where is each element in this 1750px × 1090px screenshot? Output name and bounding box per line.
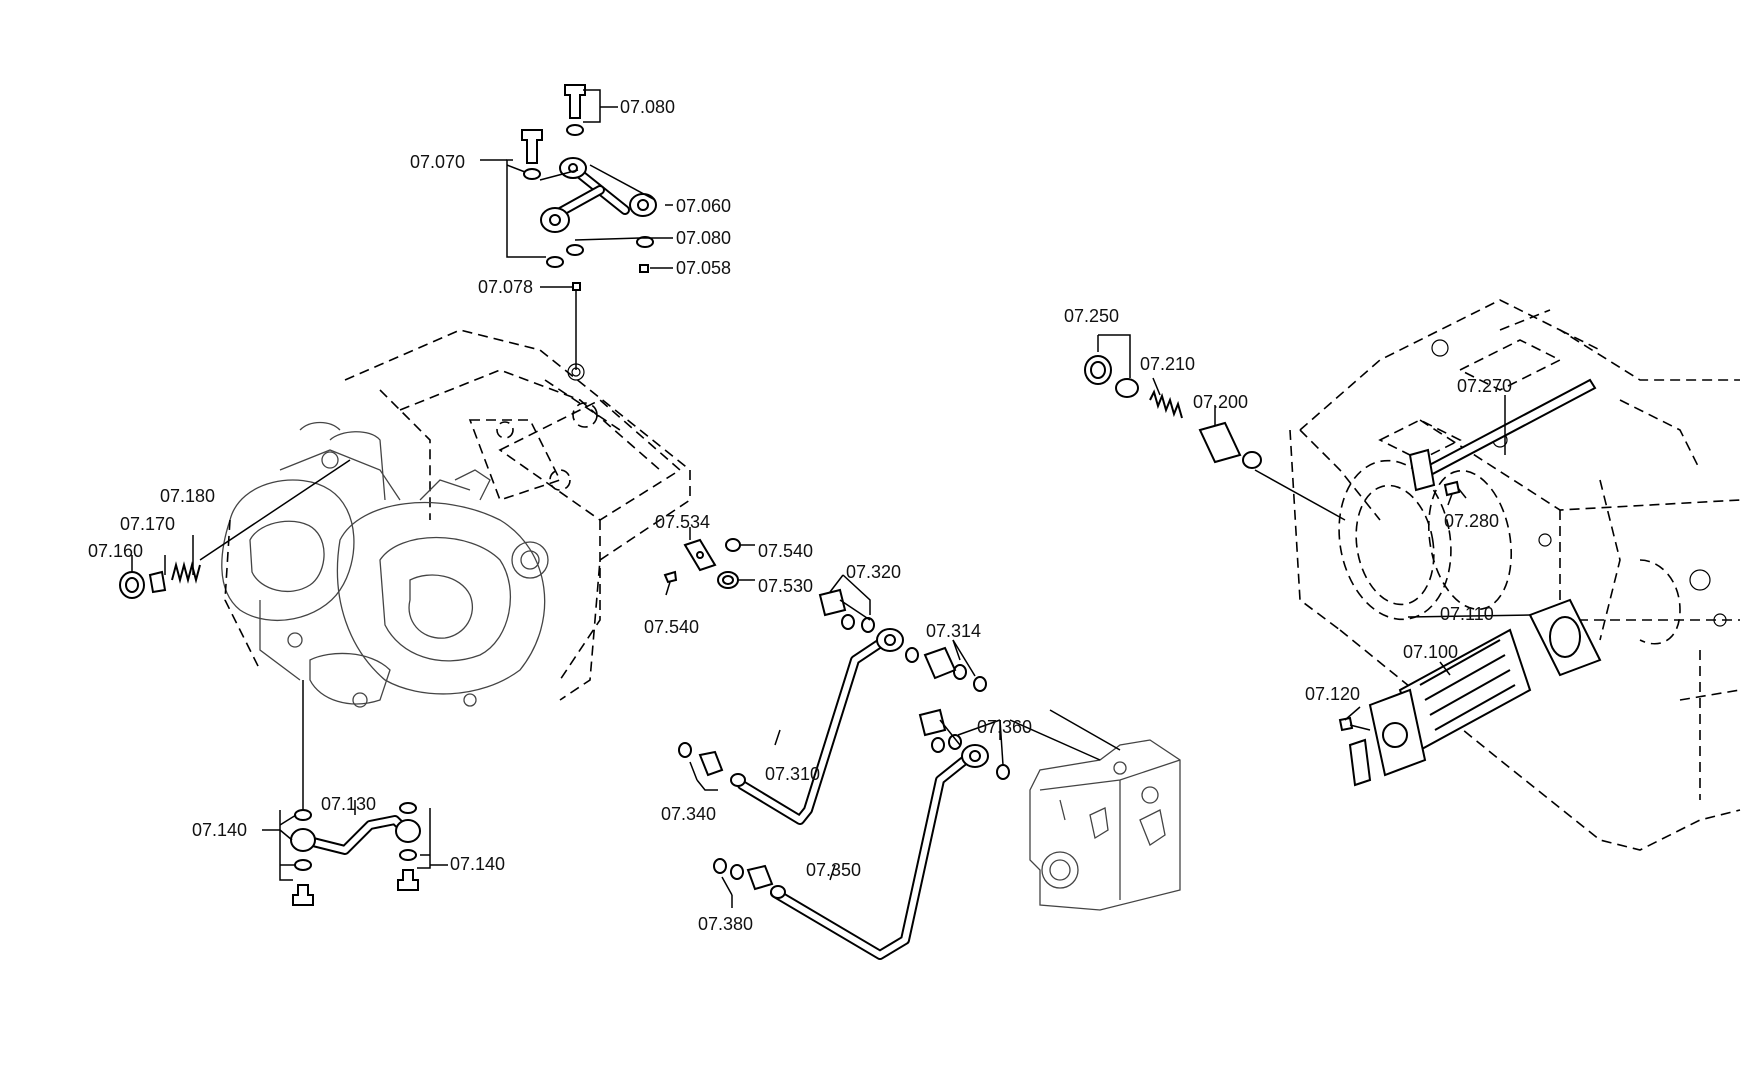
callout-07314: 07.314 bbox=[926, 621, 981, 641]
callout-07200: 07.200 bbox=[1193, 392, 1248, 412]
callout-07280: 07.280 bbox=[1444, 511, 1499, 531]
callout-07350: 07.350 bbox=[806, 860, 861, 880]
callout-07120: 07.120 bbox=[1305, 684, 1360, 704]
left-transmission-housing bbox=[221, 329, 691, 708]
pipe-07350 bbox=[713, 708, 1010, 960]
callout-07270: 07.270 bbox=[1457, 376, 1512, 396]
pipe-07130 bbox=[290, 680, 421, 906]
callout-07070: 07.070 bbox=[410, 152, 465, 172]
valve-block bbox=[1029, 739, 1181, 911]
callout-07080-top: 07.080 bbox=[620, 97, 675, 117]
callout-07540-left: 07.540 bbox=[644, 617, 699, 637]
callout-07180: 07.180 bbox=[160, 486, 215, 506]
callout-labels: 07.080 07.070 07.060 07.080 07.058 07.07… bbox=[88, 97, 1512, 934]
callout-07160: 07.160 bbox=[88, 541, 143, 561]
pipe-07310 bbox=[678, 588, 987, 825]
callout-07080-mid: 07.080 bbox=[676, 228, 731, 248]
callout-07170: 07.170 bbox=[120, 514, 175, 534]
callout-07140-right: 07.140 bbox=[450, 854, 505, 874]
callout-07250: 07.250 bbox=[1064, 306, 1119, 326]
callout-07310: 07.310 bbox=[765, 764, 820, 784]
callout-07078: 07.078 bbox=[478, 277, 533, 297]
callout-07100: 07.100 bbox=[1403, 642, 1458, 662]
rod-group bbox=[1408, 378, 1597, 506]
valve-spring-group bbox=[1084, 355, 1346, 521]
callout-07060: 07.060 bbox=[676, 196, 731, 216]
callout-07534: 07.534 bbox=[655, 512, 710, 532]
callout-07340: 07.340 bbox=[661, 804, 716, 824]
callout-07320: 07.320 bbox=[846, 562, 901, 582]
cover-plate-group bbox=[663, 538, 741, 596]
leader-lines bbox=[131, 89, 1531, 908]
filter-group bbox=[1338, 598, 1602, 787]
callout-07530: 07.530 bbox=[758, 576, 813, 596]
callout-07058: 07.058 bbox=[676, 258, 731, 278]
callout-07360: 07.360 bbox=[977, 717, 1032, 737]
callout-07540-right: 07.540 bbox=[758, 541, 813, 561]
callout-07130: 07.130 bbox=[321, 794, 376, 814]
t-pipe-assembly bbox=[521, 84, 657, 370]
callout-07210: 07.210 bbox=[1140, 354, 1195, 374]
callout-07380: 07.380 bbox=[698, 914, 753, 934]
callout-07110: 07.110 bbox=[1440, 604, 1494, 624]
right-transmission-housing bbox=[1289, 299, 1741, 851]
callout-07140-left: 07.140 bbox=[192, 820, 247, 840]
